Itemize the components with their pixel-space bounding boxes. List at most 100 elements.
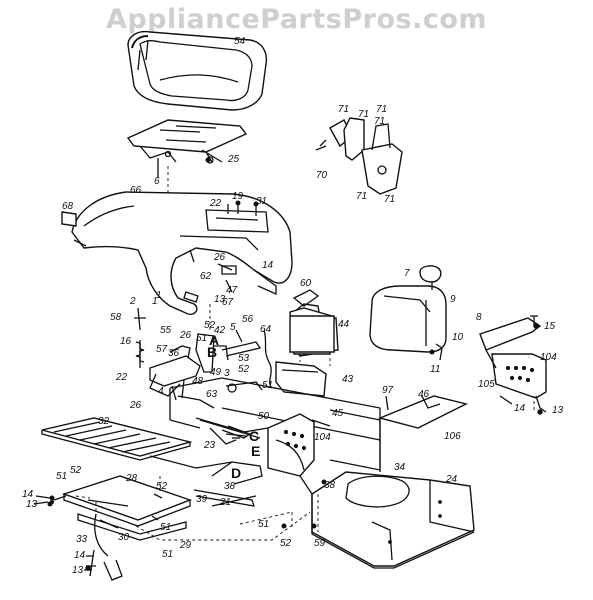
part-label: 64 <box>260 324 272 335</box>
part-label: 71 <box>384 194 395 205</box>
part-label: 14 <box>514 403 526 414</box>
callout-C: C <box>249 428 259 444</box>
part-label: 51 <box>196 333 207 344</box>
part-label: 13 <box>214 294 226 305</box>
part-label: 51 <box>56 471 67 482</box>
part-label: 51 <box>262 380 273 391</box>
footrest-drawing <box>41 417 193 461</box>
part-labels: 54 25 6 71 71 71 71 70 71 71 68 66 22 19… <box>22 36 564 576</box>
part-label: 71 <box>338 104 349 115</box>
part-label: 71 <box>356 191 367 202</box>
part-label: 52 <box>280 538 292 549</box>
part-label: 9 <box>450 294 456 305</box>
part-label: 26 <box>213 252 226 263</box>
lower-pan-drawing <box>49 455 263 581</box>
callout-D: D <box>231 465 241 481</box>
part-label: 66 <box>130 185 142 196</box>
part-label: 71 <box>376 104 387 115</box>
support-bracket-drawing <box>479 315 547 413</box>
part-label: 48 <box>192 376 204 387</box>
part-label: 53 <box>238 353 250 364</box>
part-label: 16 <box>120 336 132 347</box>
callout-A: A <box>209 332 219 348</box>
part-label: 52 <box>204 320 216 331</box>
part-label: 38 <box>324 480 336 491</box>
letter-callouts: A B C D E <box>207 332 260 481</box>
part-label: 11 <box>430 364 440 375</box>
part-label: 14 <box>74 550 86 561</box>
part-label: 29 <box>179 540 192 551</box>
part-label: 26 <box>129 400 142 411</box>
seat-drawing <box>126 30 268 178</box>
part-label: 13 <box>72 565 84 576</box>
part-label: 1 <box>152 296 158 307</box>
part-label: 4 <box>158 386 164 397</box>
part-label: 50 <box>258 411 270 422</box>
callout-B: B <box>207 344 217 360</box>
part-label: 30 <box>118 532 130 543</box>
part-label: 51 <box>258 519 269 530</box>
part-label: 104 <box>540 352 557 363</box>
part-label: 22 <box>115 372 128 383</box>
part-label: 52 <box>70 465 82 476</box>
bracket-drawing <box>315 117 403 195</box>
part-label: 70 <box>316 170 328 181</box>
part-label: 43 <box>342 374 354 385</box>
callout-E: E <box>251 443 260 459</box>
part-label: 25 <box>227 154 240 165</box>
part-label: 51 <box>162 549 173 560</box>
part-label: 31 <box>256 196 267 207</box>
part-label: 60 <box>300 278 312 289</box>
part-label: 7 <box>404 268 410 279</box>
part-label: 2 <box>129 296 136 307</box>
part-label: 106 <box>444 431 461 442</box>
part-label: 38 <box>224 481 236 492</box>
linkage-drawing <box>134 307 273 409</box>
part-label: 28 <box>125 473 138 484</box>
part-label: 105 <box>478 379 495 390</box>
part-label: 52 <box>156 481 168 492</box>
part-label: 13 <box>552 405 564 416</box>
part-label: 33 <box>76 534 88 545</box>
plate-drawing <box>377 395 469 429</box>
part-label: 22 <box>209 198 222 209</box>
part-label: 36 <box>168 348 180 359</box>
part-label: 26 <box>179 330 192 341</box>
part-label: 51 <box>160 522 171 533</box>
part-label: 42 <box>214 325 226 336</box>
part-label: 56 <box>242 314 254 325</box>
battery-and-tank-drawing <box>275 265 447 397</box>
part-label: 15 <box>544 321 556 332</box>
frame-drawing <box>169 377 475 569</box>
part-label: 24 <box>445 474 458 485</box>
part-label: 34 <box>394 462 406 473</box>
part-label: 32 <box>98 416 110 427</box>
part-label: 21 <box>219 497 231 508</box>
part-label: 68 <box>62 201 74 212</box>
part-label: 46 <box>418 389 430 400</box>
part-label: 1 <box>156 290 162 301</box>
part-label: 5 <box>230 322 236 333</box>
part-label: 6 <box>154 176 160 187</box>
part-label: 14 <box>262 260 274 271</box>
part-label: 52 <box>238 364 250 375</box>
part-label: 97 <box>382 385 394 396</box>
part-label: 62 <box>200 271 212 282</box>
part-label: 8 <box>476 312 482 323</box>
watermark-text: AppliancePartsPros.com <box>105 4 488 35</box>
part-label: 3 <box>224 368 230 379</box>
part-label: 44 <box>338 319 350 330</box>
assembly-guides <box>75 166 535 541</box>
part-label: 57 <box>156 344 168 355</box>
part-label: 14 <box>22 489 34 500</box>
part-label: 10 <box>452 332 464 343</box>
part-label: 13 <box>26 499 38 510</box>
part-label: 55 <box>160 325 172 336</box>
part-label: 54 <box>234 36 246 47</box>
part-label: 45 <box>332 408 344 419</box>
part-label: 47 <box>226 285 238 296</box>
part-label: 71 <box>358 109 369 120</box>
part-label: 63 <box>206 389 218 400</box>
part-label: 59 <box>314 538 326 549</box>
part-label: 49 <box>210 367 222 378</box>
